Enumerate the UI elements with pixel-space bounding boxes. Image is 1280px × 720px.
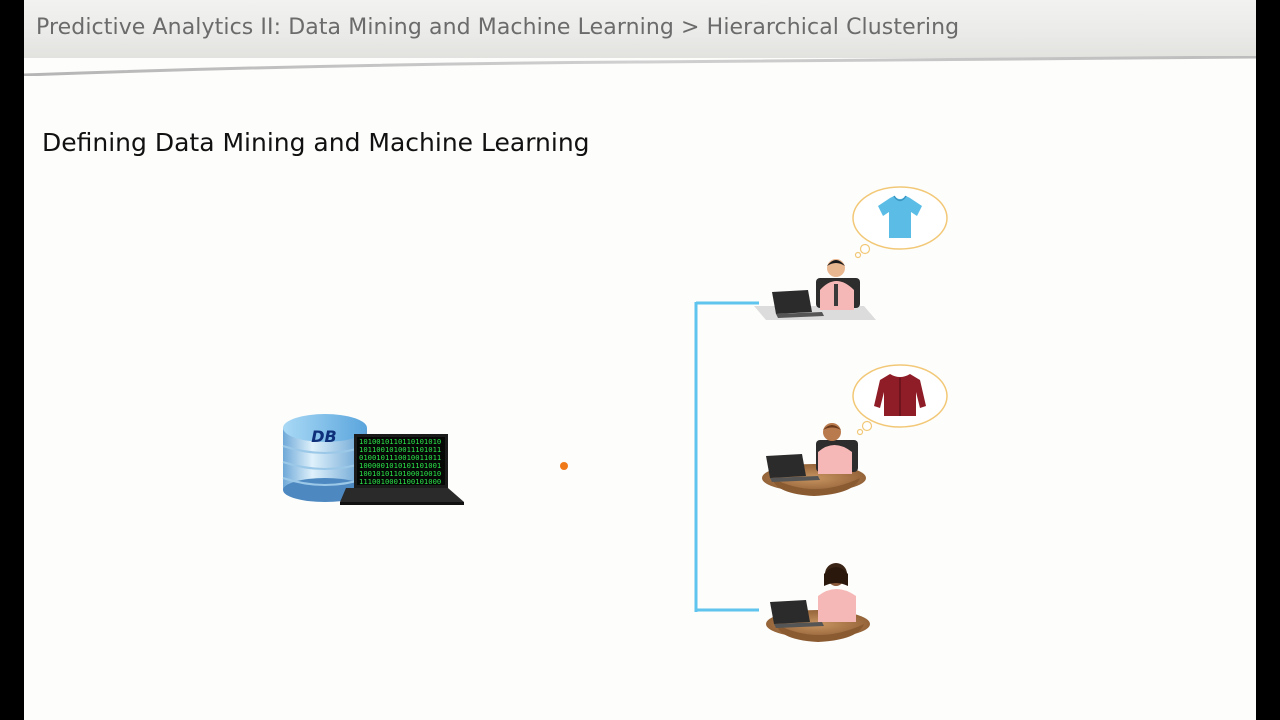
breadcrumb: Predictive Analytics II: Data Mining and… (36, 15, 960, 40)
header-bar: Predictive Analytics II: Data Mining and… (24, 0, 1256, 58)
connector-lines (448, 301, 759, 612)
binary-line: 0100101110010011011 (359, 453, 441, 462)
t-shirt-icon (878, 195, 922, 238)
database-label: DB (311, 427, 336, 446)
slide: Predictive Analytics II: Data Mining and… (24, 0, 1256, 720)
customer-1-figure (754, 259, 876, 320)
laptop-icon: 1010010110110101010 1011001010011101011 … (340, 434, 464, 505)
sweater-icon (874, 374, 926, 416)
data-mining-illustration: DB 1010010110110101010 10110010100111010… (282, 186, 948, 642)
binary-line: 1000001010101101001 (359, 461, 441, 470)
header-divider (24, 56, 1256, 76)
binary-line: 1010010110110101010 (359, 437, 441, 446)
signal-dot (560, 462, 568, 470)
binary-line: 1001010110100010010 (359, 469, 441, 478)
page-title: Defining Data Mining and Machine Learnin… (42, 128, 590, 157)
customer-2-figure (762, 423, 866, 496)
thought-bubble-tshirt (852, 186, 948, 259)
customer-3-figure (766, 563, 870, 642)
binary-line: 1110010001100101000 (359, 477, 441, 486)
binary-line: 1011001010011101011 (359, 445, 441, 454)
thought-bubble-sweater (852, 364, 948, 436)
